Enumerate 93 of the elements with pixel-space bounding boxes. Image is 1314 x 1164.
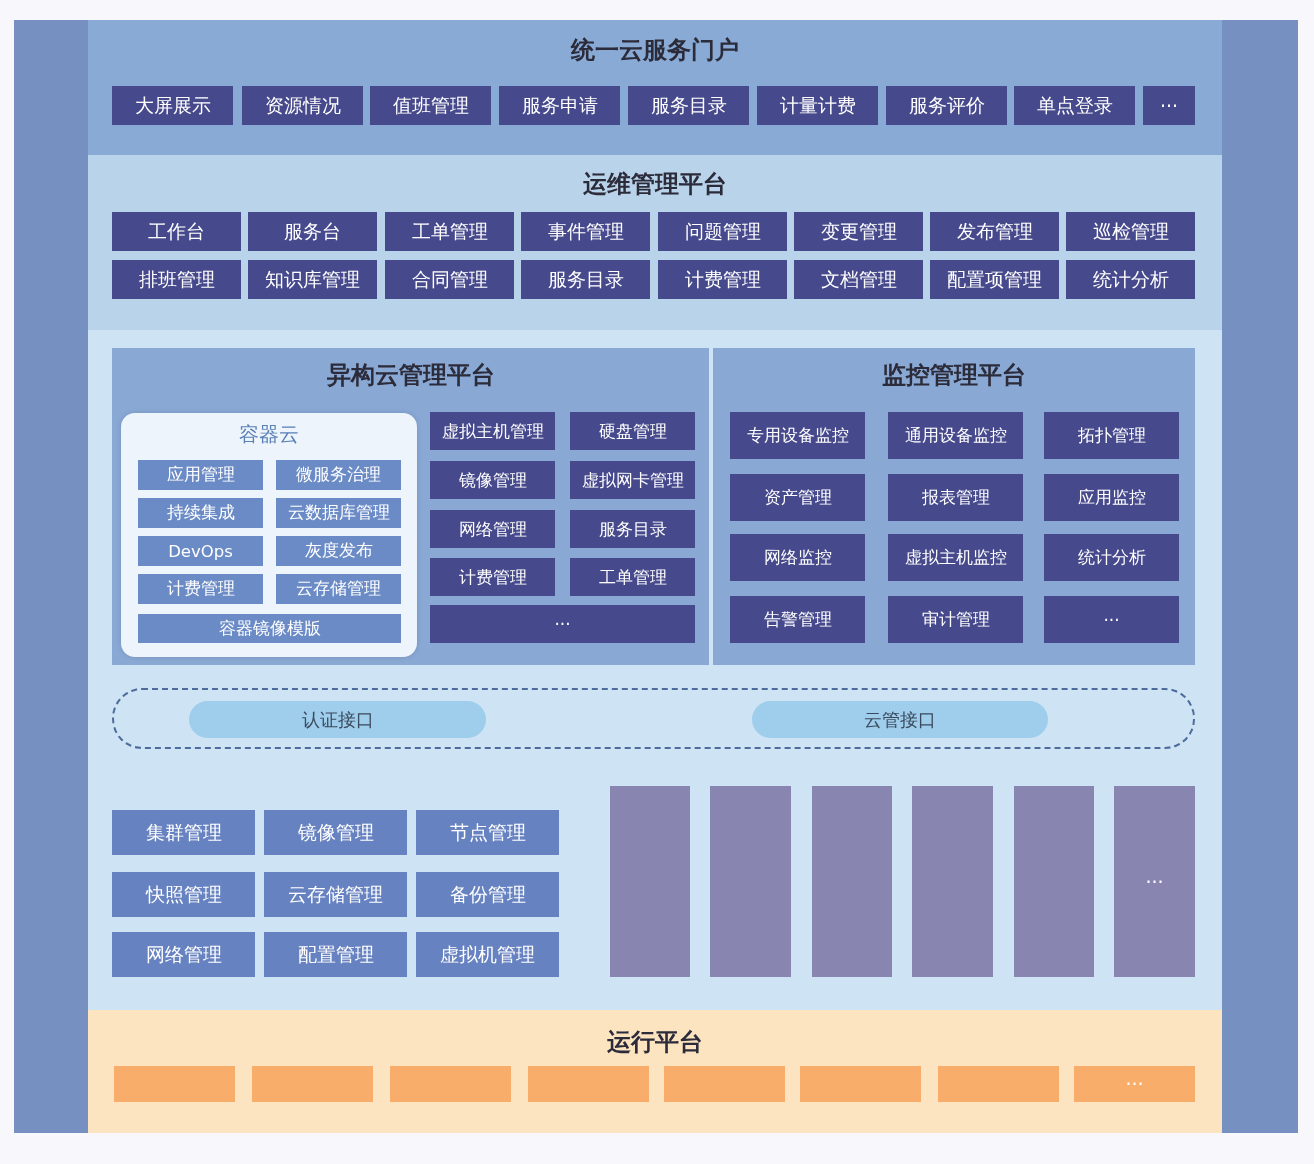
chip-tile: [664, 1066, 785, 1102]
function-tile: 服务目录: [628, 86, 749, 125]
function-tile: 镜像管理: [430, 461, 555, 499]
function-tile: 大屏展示: [112, 86, 233, 125]
function-tile: 应用管理: [138, 460, 263, 490]
chip-tile: ···: [1074, 1066, 1195, 1102]
function-tile: 服务目录: [570, 510, 695, 548]
platform-title: 异构云管理平台: [326, 361, 495, 390]
function-tile: 排班管理: [112, 260, 241, 299]
function-tile: 应用监控: [1044, 474, 1179, 521]
function-tile: 备份管理: [416, 872, 559, 917]
function-tile: ···: [430, 605, 695, 643]
function-tile: 镜像管理: [264, 810, 407, 855]
function-tile: 专用设备监控: [730, 412, 865, 459]
function-tile: 网络管理: [112, 932, 255, 977]
function-tile: 容器镜像模版: [138, 614, 401, 643]
function-tile: 通用设备监控: [888, 412, 1023, 459]
function-tile: ···: [1143, 86, 1195, 125]
function-tile: 变更管理: [794, 212, 923, 251]
platform-title: 监控管理平台: [882, 361, 1026, 390]
function-tile: 节点管理: [416, 810, 559, 855]
layer-band: [88, 155, 1222, 330]
function-tile: 告警管理: [730, 596, 865, 643]
function-tile: 虚拟主机监控: [888, 534, 1023, 581]
function-tile: 工单管理: [385, 212, 514, 251]
cloud-column: ···: [1114, 786, 1195, 977]
interface-pill: 认证接口: [189, 701, 486, 738]
function-tile: 网络监控: [730, 534, 865, 581]
function-tile: 持续集成: [138, 498, 263, 528]
function-tile: 审计管理: [888, 596, 1023, 643]
function-tile: 硬盘管理: [570, 412, 695, 450]
function-tile: 统计分析: [1044, 534, 1179, 581]
cloud-column: [610, 786, 690, 977]
function-tile: 虚拟网卡管理: [570, 461, 695, 499]
function-tile: 事件管理: [521, 212, 650, 251]
function-tile: 服务台: [248, 212, 377, 251]
function-tile: 服务申请: [499, 86, 620, 125]
layer-title: 统一云服务门户: [571, 36, 739, 65]
dashed-group-frame: [112, 688, 1195, 749]
panel-title: 容器云: [239, 422, 299, 446]
function-tile: 虚拟主机管理: [430, 412, 555, 450]
function-tile: 文档管理: [794, 260, 923, 299]
function-tile: 灰度发布: [276, 536, 401, 566]
function-tile: 云存储管理: [264, 872, 407, 917]
function-tile: 计费管理: [138, 574, 263, 604]
chip-tile: [800, 1066, 921, 1102]
function-tile: 资源情况: [242, 86, 363, 125]
function-tile: 知识库管理: [248, 260, 377, 299]
function-tile: 快照管理: [112, 872, 255, 917]
cloud-column: [812, 786, 892, 977]
chip-tile: [528, 1066, 649, 1102]
function-tile: 配置管理: [264, 932, 407, 977]
function-tile: 问题管理: [658, 212, 787, 251]
layer-title: 运维管理平台: [583, 170, 727, 199]
function-tile: 拓扑管理: [1044, 412, 1179, 459]
function-tile: 值班管理: [370, 86, 491, 125]
function-tile: 集群管理: [112, 810, 255, 855]
cloud-column: [912, 786, 993, 977]
function-tile: 单点登录: [1014, 86, 1135, 125]
container-cloud-panel: [121, 413, 417, 657]
function-tile: 计量计费: [757, 86, 878, 125]
layer-band: [88, 1010, 1222, 1133]
chip-tile: [114, 1066, 235, 1102]
platform-panel: [713, 348, 1195, 665]
function-tile: 配置项管理: [930, 260, 1059, 299]
chip-tile: [390, 1066, 511, 1102]
layer-band: [88, 20, 1222, 155]
function-tile: 报表管理: [888, 474, 1023, 521]
function-tile: 虚拟机管理: [416, 932, 559, 977]
cloud-column: [710, 786, 791, 977]
function-tile: 云存储管理: [276, 574, 401, 604]
chip-tile: [938, 1066, 1059, 1102]
function-tile: 计费管理: [658, 260, 787, 299]
function-tile: 云数据库管理: [276, 498, 401, 528]
function-tile: 资产管理: [730, 474, 865, 521]
function-tile: 发布管理: [930, 212, 1059, 251]
function-tile: 服务评价: [886, 86, 1007, 125]
cloud-column: [1014, 786, 1094, 977]
function-tile: 工单管理: [570, 558, 695, 596]
platform-panel: [112, 348, 709, 665]
chip-tile: [252, 1066, 373, 1102]
function-tile: 服务目录: [521, 260, 650, 299]
function-tile: 微服务治理: [276, 460, 401, 490]
function-tile: DevOps: [138, 536, 263, 566]
function-tile: 统计分析: [1066, 260, 1195, 299]
function-tile: ···: [1044, 596, 1179, 643]
interface-pill: 云管接口: [752, 701, 1048, 738]
function-tile: 计费管理: [430, 558, 555, 596]
function-tile: 合同管理: [385, 260, 514, 299]
function-tile: 网络管理: [430, 510, 555, 548]
layer-title: 运行平台: [607, 1028, 703, 1057]
function-tile: 巡检管理: [1066, 212, 1195, 251]
function-tile: 工作台: [112, 212, 241, 251]
